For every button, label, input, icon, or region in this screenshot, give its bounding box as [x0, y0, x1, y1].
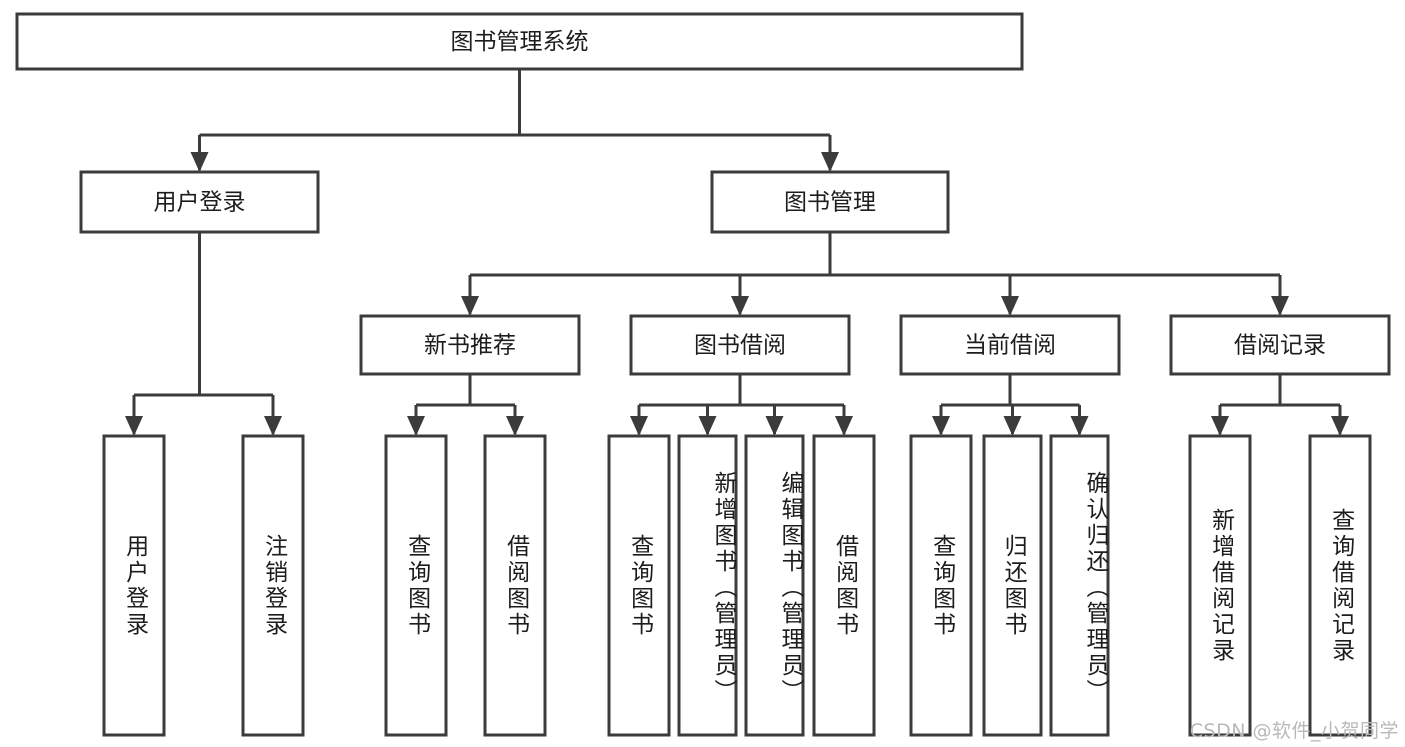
node-当前借阅-l3[interactable]	[899, 314, 1121, 376]
arrow-head-icon	[835, 416, 853, 436]
node-查询借阅记录-leaf-12[interactable]	[1308, 434, 1372, 737]
watermark-text: CSDN @软件_小贺同学	[1189, 720, 1399, 742]
node-图书管理-l2[interactable]	[710, 170, 950, 234]
node-图书借阅-l3[interactable]	[629, 314, 851, 376]
arrow-head-icon	[264, 416, 282, 436]
node-用户登录-leaf-0[interactable]	[102, 434, 166, 737]
node-确认归还管理员-leaf-10[interactable]	[1049, 434, 1110, 737]
node-新增借阅记录-leaf-11[interactable]	[1188, 434, 1252, 737]
arrow-head-icon	[1001, 296, 1019, 316]
node-新增图书管理员-leaf-5[interactable]	[677, 434, 738, 737]
arrow-head-icon	[1070, 416, 1089, 436]
node-借阅图书-leaf-7[interactable]	[812, 434, 876, 737]
node-图书管理系统[interactable]	[15, 12, 1024, 71]
arrow-head-icon	[1331, 416, 1349, 436]
node-注销登录-leaf-1[interactable]	[241, 434, 305, 737]
arrow-head-icon	[125, 416, 143, 436]
node-查询图书-leaf-2[interactable]	[384, 434, 448, 737]
arrow-head-icon	[190, 152, 209, 172]
arrow-head-icon	[765, 416, 784, 436]
arrow-head-icon	[1211, 416, 1229, 436]
node-归还图书-leaf-9[interactable]	[982, 434, 1043, 737]
arrow-head-icon	[698, 416, 717, 436]
arrow-head-icon	[506, 416, 524, 436]
label-l3-1: 图书借阅	[694, 333, 786, 359]
label-l2-0: 用户登录	[154, 190, 246, 216]
node-用户登录-l2[interactable]	[79, 170, 320, 234]
arrow-head-icon	[630, 416, 648, 436]
arrow-head-icon	[1003, 416, 1022, 436]
arrow-head-icon	[821, 152, 839, 172]
node-boxes	[15, 12, 1391, 737]
node-新书推荐-l3[interactable]	[359, 314, 581, 376]
node-借阅记录-l3[interactable]	[1169, 314, 1391, 376]
arrow-head-icon	[1271, 296, 1289, 316]
arrow-head-icon	[731, 296, 749, 316]
node-编辑图书管理员-leaf-6[interactable]	[744, 434, 805, 737]
arrow-head-icon	[407, 416, 425, 436]
arrow-head-icon	[932, 416, 950, 436]
node-查询图书-leaf-4[interactable]	[607, 434, 671, 737]
label-l2-1: 图书管理	[784, 190, 876, 216]
label-l3-3: 借阅记录	[1234, 333, 1326, 359]
label-l3-2: 当前借阅	[964, 333, 1056, 359]
connector-lines	[125, 69, 1349, 436]
node-借阅图书-leaf-3[interactable]	[483, 434, 547, 737]
label-l3-0: 新书推荐	[424, 333, 516, 359]
node-查询图书-leaf-8[interactable]	[909, 434, 973, 737]
root-label: 图书管理系统	[451, 29, 589, 55]
arrow-head-icon	[461, 296, 479, 316]
